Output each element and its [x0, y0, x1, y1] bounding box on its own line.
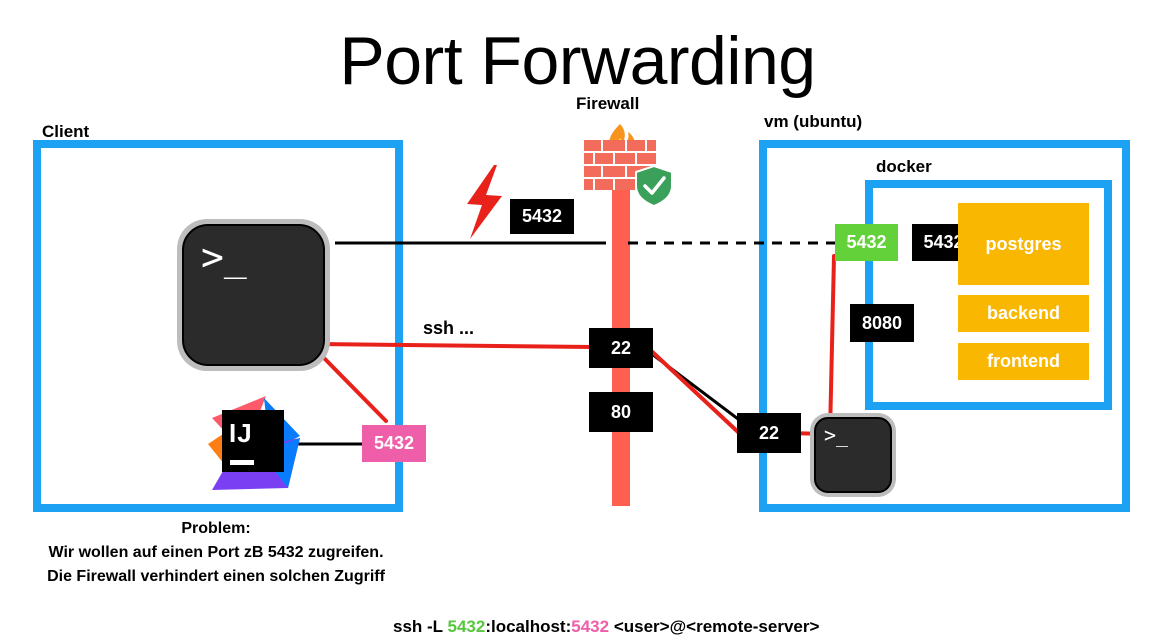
docker-box: [865, 180, 1112, 410]
docker-label: docker: [876, 157, 932, 176]
terminal-prompt: >_: [201, 235, 247, 279]
postgres-service: postgres: [958, 203, 1089, 285]
firewall-icon: [584, 124, 673, 206]
vm-port-22: 22: [737, 413, 801, 453]
backend-port-tag: 8080: [850, 304, 914, 342]
command-prefix: ssh -L: [393, 617, 448, 636]
vm-terminal-prompt: >_: [824, 423, 849, 447]
ssh-label: ssh ...: [423, 318, 475, 338]
forwarded-port-tag: 5432: [835, 224, 898, 261]
frontend-service: frontend: [958, 343, 1089, 380]
firewall-label: Firewall: [576, 94, 640, 113]
command-suffix: <user>@<remote-server>: [609, 617, 820, 636]
blocked-port-tag: 5432: [510, 199, 574, 234]
ssh-command: ssh -L 5432:localhost:5432 <user>@<remot…: [393, 617, 819, 637]
vm-terminal-icon: >_: [810, 413, 896, 497]
problem-heading: Problem:: [181, 520, 251, 537]
problem-line-2: Die Firewall verhindert einen solchen Zu…: [47, 568, 385, 585]
diagram-title: Port Forwarding: [339, 23, 816, 99]
backend-service: backend: [958, 295, 1089, 332]
firewall-port-80: 80: [589, 392, 653, 432]
lightning-icon: [467, 165, 502, 239]
problem-caption: Problem: Wir wollen auf einen Port zB 54…: [0, 517, 432, 589]
command-middle: :localhost:: [485, 617, 572, 636]
intellij-text: IJ: [229, 418, 253, 448]
client-label: Client: [42, 122, 90, 141]
ssh-tunnel-line: [316, 254, 854, 436]
firewall-port-22: 22: [589, 328, 653, 368]
terminal-icon: >_: [177, 219, 330, 371]
command-remote-port: 5432: [571, 617, 610, 636]
vm-label: vm (ubuntu): [764, 112, 863, 131]
vm-box: [759, 140, 1130, 512]
client-box: [33, 140, 403, 512]
command-local-port: 5432: [447, 617, 486, 636]
intellij-icon: [208, 396, 300, 490]
local-port-tag: 5432: [362, 425, 426, 462]
problem-line-1: Wir wollen auf einen Port zB 5432 zugrei…: [48, 544, 384, 561]
